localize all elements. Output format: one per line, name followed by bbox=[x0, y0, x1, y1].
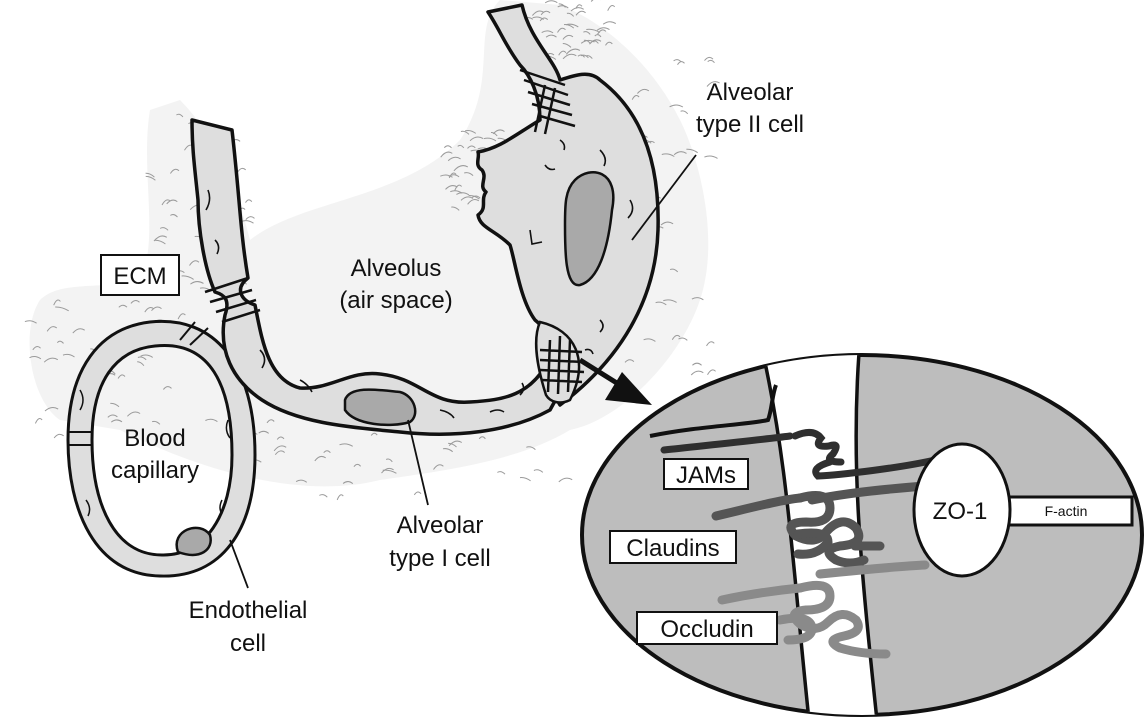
ecm-fiber bbox=[681, 111, 688, 114]
ecm-label: ECM bbox=[113, 263, 166, 290]
ecm-fiber bbox=[35, 419, 42, 424]
ecm-fiber bbox=[707, 342, 715, 346]
occludin-label: Occludin bbox=[660, 616, 753, 643]
ecm-fiber bbox=[534, 470, 543, 473]
ecm-fiber bbox=[246, 217, 255, 220]
endothelial-label-line2: cell bbox=[230, 630, 266, 657]
blood-label-line2: capillary bbox=[111, 457, 199, 484]
alveolus-label-line2: (air space) bbox=[339, 287, 452, 314]
claudins-label: Claudins bbox=[626, 535, 719, 562]
type2-label-line1: Alveolar bbox=[707, 79, 794, 106]
endothelial-label-line1: Endothelial bbox=[189, 597, 308, 624]
ecm-fiber bbox=[608, 5, 615, 10]
zo1-label: ZO-1 bbox=[933, 498, 988, 525]
ecm-fiber bbox=[246, 200, 252, 203]
ecm-fiber bbox=[571, 8, 584, 11]
blood-label-line1: Blood bbox=[124, 425, 185, 452]
ecm-fiber bbox=[54, 434, 64, 438]
jams-label: JAMs bbox=[676, 462, 736, 489]
ecm-fiber bbox=[337, 495, 343, 500]
ecm-fiber bbox=[497, 472, 505, 475]
ecm-fiber bbox=[692, 363, 701, 365]
ecm-fiber bbox=[559, 478, 572, 482]
ecm-fiber bbox=[414, 492, 421, 495]
ecm-fiber bbox=[704, 156, 717, 158]
ecm-fiber bbox=[591, 0, 601, 2]
type1-label-line1: Alveolar bbox=[397, 512, 484, 539]
type1-nucleus bbox=[345, 390, 415, 425]
ecm-fiber bbox=[545, 1, 557, 3]
ecm-fiber bbox=[691, 371, 703, 375]
ecm-fiber bbox=[708, 60, 715, 62]
ecm-fiber bbox=[708, 370, 716, 375]
type2-label-line2: type II cell bbox=[696, 111, 804, 138]
ecm-fiber bbox=[603, 22, 616, 24]
ecm-fiber bbox=[520, 477, 531, 480]
alveolus-label-line1: Alveolus bbox=[351, 255, 442, 282]
endothelial-nucleus bbox=[177, 528, 211, 555]
ecm-fiber bbox=[444, 146, 451, 148]
type1-label-line2: type I cell bbox=[389, 545, 490, 572]
ecm-fiber bbox=[238, 168, 246, 172]
tight-junction-zoom bbox=[582, 340, 1142, 719]
ecm-fiber bbox=[319, 495, 327, 498]
endothelial-leader-line bbox=[230, 540, 248, 588]
f-actin-label: F-actin bbox=[1045, 503, 1088, 519]
